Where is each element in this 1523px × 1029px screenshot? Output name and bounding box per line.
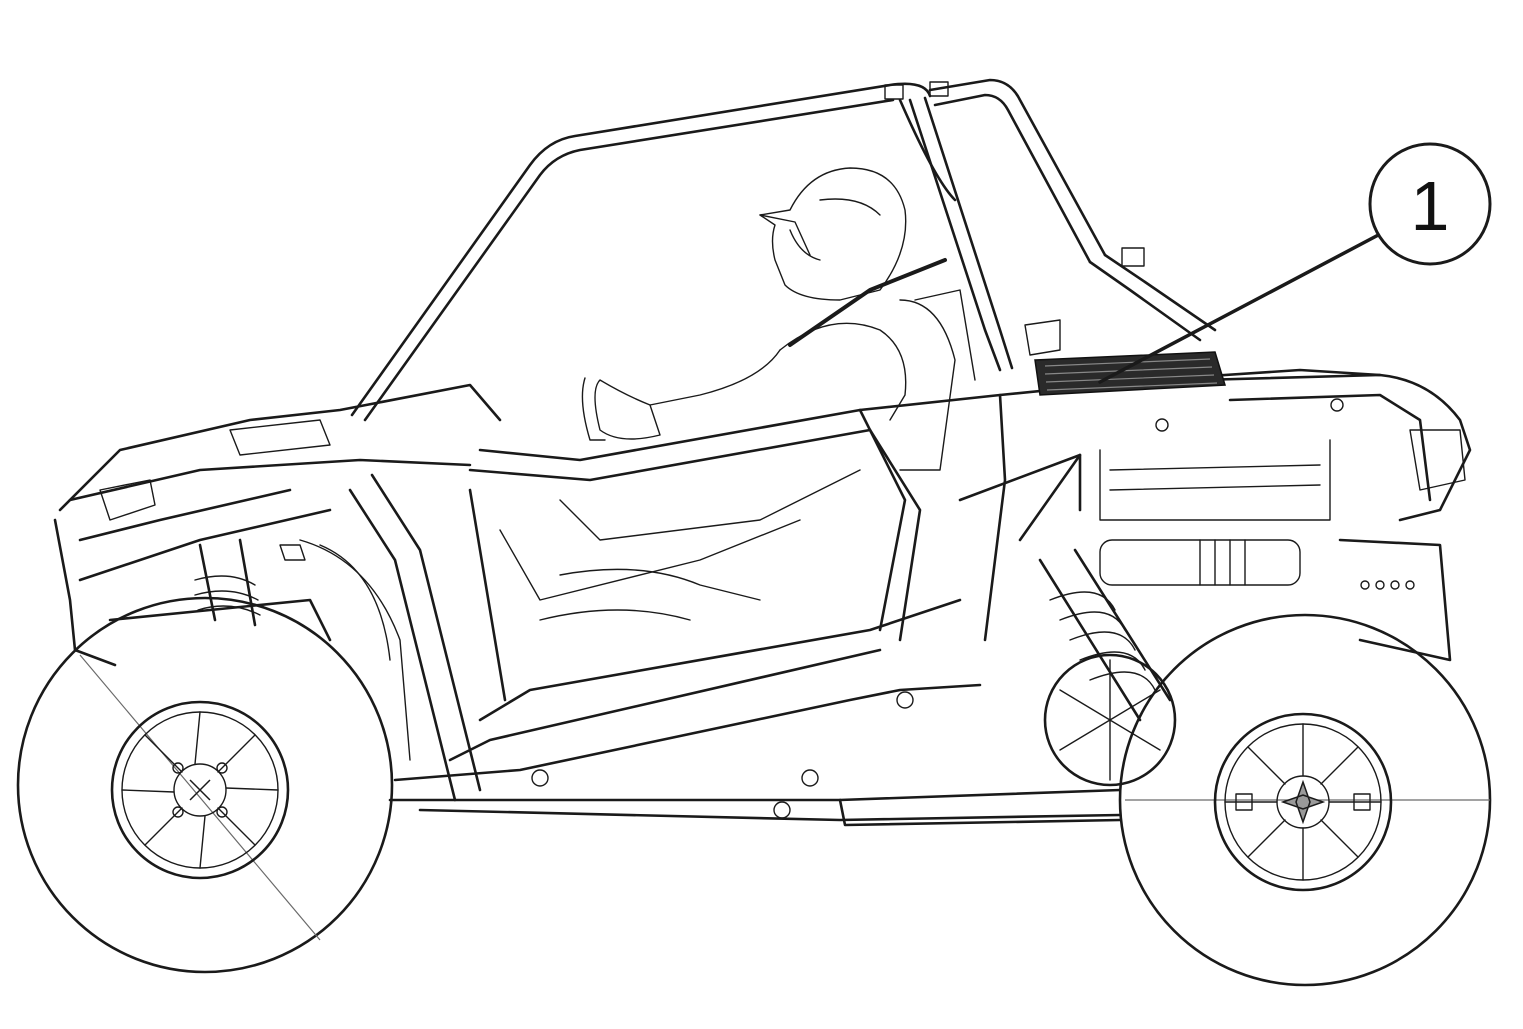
front-wheel [16, 596, 394, 974]
rear-wheel [1118, 613, 1492, 987]
wheel-hub-icon [189, 779, 211, 801]
seat [899, 289, 976, 471]
air-intake-grille [1034, 351, 1226, 396]
rider [539, 167, 947, 621]
rear-end [1024, 319, 1472, 787]
callout-circle [1368, 142, 1492, 266]
roll-cage [350, 78, 1217, 422]
chassis [348, 368, 1382, 827]
callout-1: 1 [1098, 142, 1492, 384]
front-end [53, 383, 502, 761]
wheel-hub-icon [1280, 779, 1326, 825]
callout-label: 1 [1411, 167, 1450, 245]
